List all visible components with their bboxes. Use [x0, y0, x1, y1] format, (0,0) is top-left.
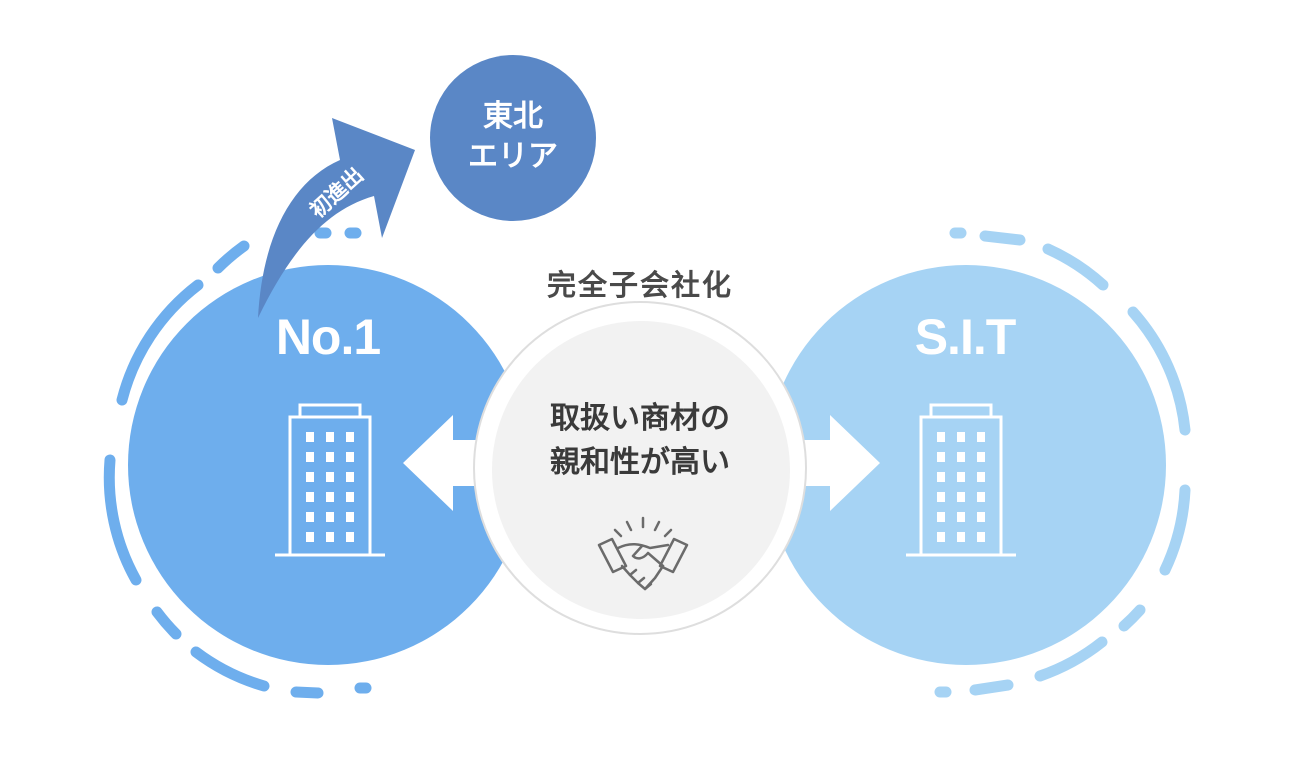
center-line-1: 取扱い商材の — [550, 401, 730, 436]
center-line-2: 親和性が高い — [550, 445, 730, 480]
handshake-icon — [597, 516, 689, 591]
area-line-2: エリア — [468, 139, 558, 174]
area-line-1: 東北 — [483, 99, 543, 134]
relationship-label: 完全子会社化 — [546, 268, 733, 302]
building-icon — [906, 403, 1016, 557]
right-company-circle — [766, 265, 1166, 665]
left-dashed-ring — [103, 227, 372, 699]
left-company-circle — [128, 265, 528, 665]
center-circle — [492, 321, 790, 619]
growth-arrow — [258, 118, 415, 318]
building-icon — [275, 403, 385, 557]
right-dashed-ring — [934, 227, 1191, 698]
area-circle — [430, 55, 596, 221]
right-company-name: S.I.T — [914, 309, 1017, 365]
left-company-name: No.1 — [275, 309, 381, 365]
